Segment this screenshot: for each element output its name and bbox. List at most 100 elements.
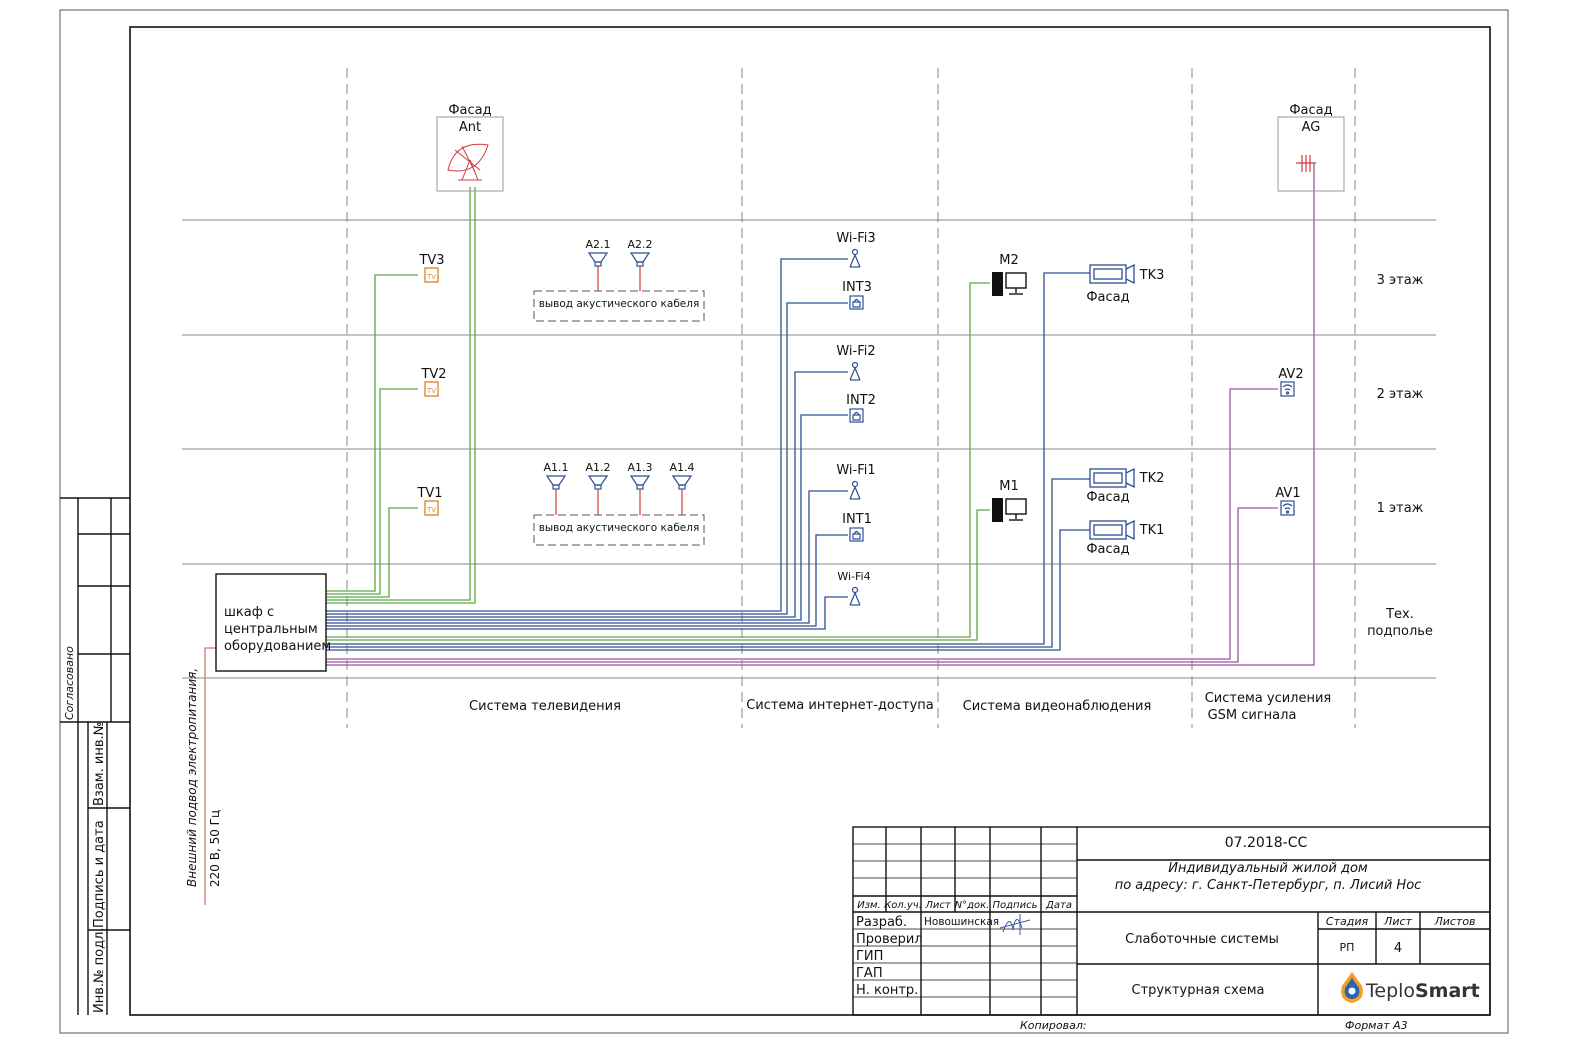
tv1-label: TV1 [416, 486, 442, 501]
speaker-a12-label: A1.2 [585, 461, 610, 474]
sheet-value: 4 [1394, 941, 1402, 956]
role-gip: ГИП [856, 949, 883, 964]
tech-floor-label-2: подполье [1367, 624, 1433, 639]
sheet-border [59, 9, 1509, 1034]
developer-name: Новошинская [924, 916, 999, 928]
gsm-repeaters: AV2 AV1 [1275, 367, 1304, 516]
svg-text:TV: TV [426, 387, 436, 395]
logo-smart: Smart [1415, 980, 1480, 1002]
col-sign: Подпись [993, 900, 1038, 911]
logo-teplo: Teplo [1365, 980, 1415, 1002]
col-kol: Кол.уч. [884, 900, 922, 911]
floor-lines [182, 219, 1436, 679]
int2-icon [849, 408, 864, 423]
sheet-head: Лист [1383, 915, 1412, 928]
video-monitors: M2 M1 [992, 253, 1027, 522]
int1-icon [849, 527, 864, 542]
equipment-cabinet [215, 573, 327, 672]
cabinet-label-3: оборудованием [224, 639, 331, 654]
speaker-a21-label: A2.1 [585, 238, 610, 251]
m1-label: M1 [999, 479, 1019, 494]
teplosmart-logo: Teplo Smart [1341, 972, 1480, 1003]
copied-label: Копировал: [1020, 1019, 1087, 1032]
sheet-title: Структурная схема [1132, 983, 1265, 998]
tk3-facade: Фасад [1086, 290, 1129, 305]
speaker-cable-label-2: вывод акустического кабеля [539, 298, 700, 310]
cabinet-label-2: центральным [224, 622, 318, 637]
video-blue-cables [326, 272, 1090, 651]
wifi2-label: Wi-Fi2 [836, 344, 875, 359]
ag-label: AG [1302, 120, 1321, 135]
ant-facade-title: Фасад [448, 103, 491, 118]
tech-floor-label-1: Тех. [1385, 607, 1414, 622]
role-proveril: Проверил [856, 932, 923, 947]
role-razrab: Разраб. [856, 915, 907, 930]
speaker-a13-icon [629, 475, 651, 486]
gsm-antenna-icon [1296, 155, 1316, 172]
speaker-a11-label: A1.1 [543, 461, 568, 474]
side-agreed: Согласовано [63, 646, 76, 720]
wifi1-label: Wi-Fi1 [836, 463, 875, 478]
wifi2-icon [849, 361, 861, 381]
doc-code: 07.2018-СС [1225, 835, 1308, 851]
power-label-1: Внешний подвод электропитания, [185, 668, 199, 887]
tk3-camera-icon [1089, 263, 1135, 285]
stage-value: РП [1340, 941, 1355, 954]
svg-text:TV: TV [426, 273, 436, 281]
speaker-a14-icon [671, 475, 693, 486]
av1-repeater-icon [1280, 500, 1295, 516]
cabinet-label-1: шкаф с [224, 605, 274, 620]
av2-repeater-icon [1280, 381, 1295, 397]
system-label-gsm-2: GSM сигнала [1208, 708, 1297, 723]
tv3-label: TV3 [418, 253, 444, 268]
wifi3-icon [849, 248, 861, 268]
ant-box [436, 116, 504, 192]
format-label: Формат А3 [1345, 1019, 1408, 1032]
int2-label: INT2 [846, 393, 876, 408]
floor-label-2: 2 этаж [1377, 387, 1424, 402]
tv1-socket-icon [424, 500, 439, 516]
power-line [204, 647, 216, 905]
video-cameras: TK3 Фасад TK2 Фасад TK1 Фасад [1086, 263, 1165, 557]
ag-box [1277, 116, 1345, 192]
floor-label-3: 3 этаж [1377, 273, 1424, 288]
tk1-facade: Фасад [1086, 542, 1129, 557]
frame-border [129, 26, 1491, 1016]
speaker-cable-box-1 [533, 514, 705, 546]
m1-workstation-icon [992, 498, 1027, 522]
speaker-a13-label: A1.3 [627, 461, 652, 474]
tk2-facade: Фасад [1086, 490, 1129, 505]
side-stamp [60, 497, 130, 1015]
col-izm: Изм. [857, 900, 881, 911]
system-label-tv: Система телевидения [469, 699, 621, 714]
side-sign-date: Подпись и дата [92, 820, 107, 928]
satellite-dish-icon [447, 143, 489, 181]
speaker-a22-icon [629, 252, 651, 263]
tv2-socket-icon [424, 381, 439, 397]
col-date: Дата [1045, 900, 1072, 911]
tk2-camera-icon [1089, 467, 1135, 489]
wifi3-label: Wi-Fi3 [836, 231, 875, 246]
role-nkontr: Н. контр. [856, 983, 918, 998]
gsm-cables [326, 163, 1315, 666]
svg-text:TV: TV [426, 506, 436, 514]
tk1-label: TK1 [1139, 523, 1165, 538]
internet-cables [326, 258, 848, 630]
speaker-cable-label-1: вывод акустического кабеля [539, 522, 700, 534]
speaker-a11-icon [545, 475, 567, 486]
project-line-1: Индивидуальный жилой дом [1168, 861, 1368, 876]
tk2-label: TK2 [1139, 471, 1165, 486]
ant-label: Ant [459, 120, 481, 135]
video-green-cables [326, 282, 990, 641]
speaker-cable-box-2 [533, 290, 705, 322]
wifi1-icon [849, 480, 861, 500]
tv-socket-group: TV3 TV TV2 TV TV1 TV [416, 253, 447, 516]
internet-devices: Wi-Fi3 INT3 Wi-Fi2 INT2 Wi-Fi1 INT1 Wi-F… [836, 231, 876, 606]
stage-head: Стадия [1326, 915, 1369, 928]
tv2-label: TV2 [420, 367, 446, 382]
wifi4-icon [849, 586, 861, 606]
int3-icon [849, 295, 864, 310]
wifi4-label: Wi-Fi4 [837, 570, 870, 583]
system-name: Слаботочные системы [1125, 932, 1279, 947]
